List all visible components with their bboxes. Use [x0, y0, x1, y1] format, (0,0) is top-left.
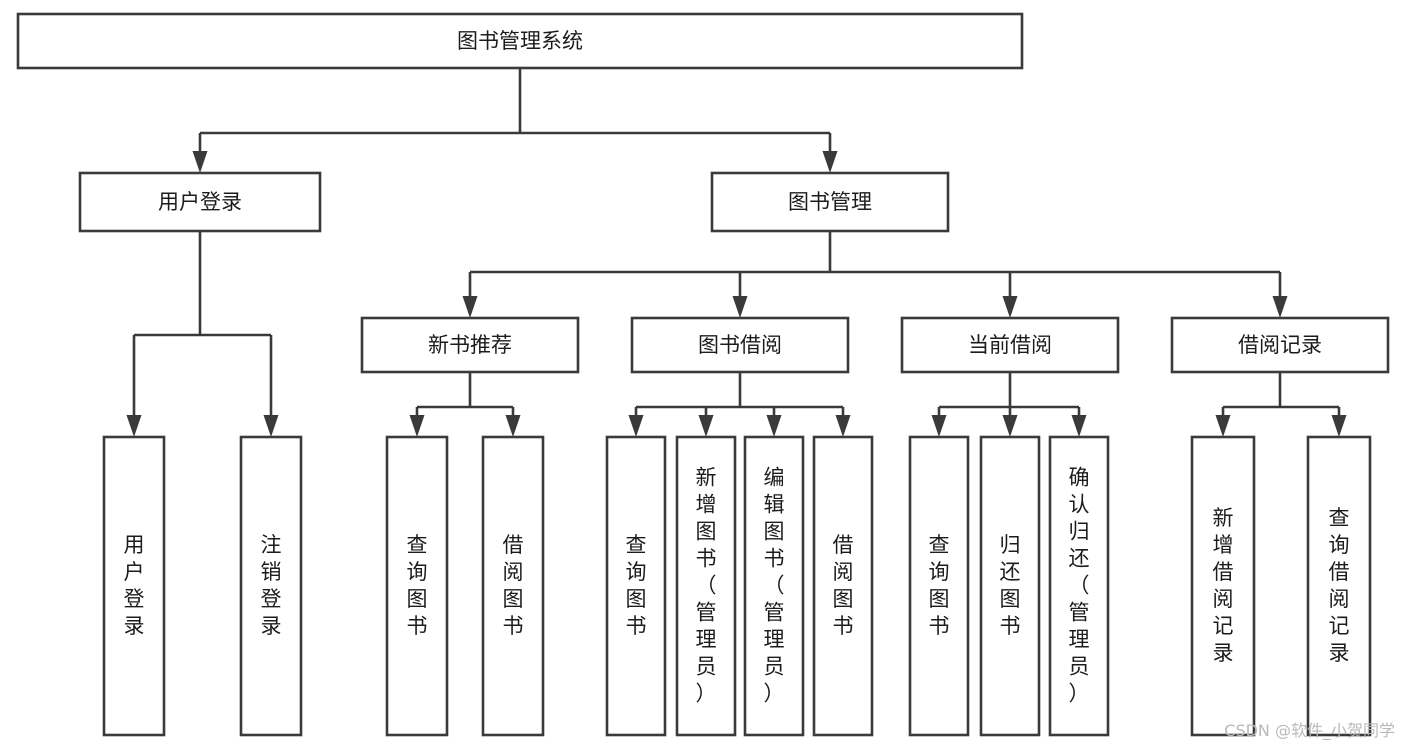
node-book-borrow[interactable]: 图书借阅 [630, 316, 850, 374]
node-box [481, 435, 545, 737]
node-box [239, 435, 303, 737]
node-current-borrow[interactable]: 当前借阅 [900, 316, 1120, 374]
node-box [710, 171, 950, 233]
arrow-head-icon [263, 415, 279, 437]
arrow-head-icon [1215, 415, 1231, 437]
node-borrow-record[interactable]: 借阅记录 [1170, 316, 1390, 374]
node-box [979, 435, 1041, 737]
node-box [630, 316, 850, 374]
node-leaf-confirm-return[interactable]: 确认归还（管理员） [1048, 435, 1110, 737]
arrow-head-icon [931, 415, 947, 437]
node-box [360, 316, 580, 374]
node-leaf-user-login[interactable]: 用户登录 [102, 435, 166, 737]
node-user-login[interactable]: 用户登录 [78, 171, 322, 233]
arrow-head-icon [126, 415, 142, 437]
node-new-book-rec[interactable]: 新书推荐 [360, 316, 580, 374]
node-root[interactable]: 图书管理系统 [16, 12, 1024, 70]
node-leaf-logout[interactable]: 注销登录 [239, 435, 303, 737]
node-label: 编辑图书（管理员） [764, 466, 785, 706]
node-book-manage[interactable]: 图书管理 [710, 171, 950, 233]
arrow-head-icon [766, 415, 782, 437]
arrow-head-icon [1272, 296, 1288, 318]
node-label: 新增借阅记录 [1213, 506, 1234, 665]
arrow-head-icon [822, 151, 838, 173]
arrow-head-icon [192, 151, 208, 173]
arrow-head-icon [1071, 415, 1087, 437]
node-box [743, 435, 805, 737]
node-label: 借阅图书 [833, 533, 854, 638]
arrow-head-icon [1002, 296, 1018, 318]
node-leaf-return-book[interactable]: 归还图书 [979, 435, 1041, 737]
node-label: 确认归还（管理员） [1069, 466, 1090, 706]
node-leaf-add-record[interactable]: 新增借阅记录 [1190, 435, 1256, 737]
node-leaf-query-record[interactable]: 查询借阅记录 [1306, 435, 1372, 737]
node-leaf-edit-book[interactable]: 编辑图书（管理员） [743, 435, 805, 737]
node-label: 图书借阅 [698, 333, 782, 357]
node-box [78, 171, 322, 233]
node-label: 查询图书 [407, 533, 428, 638]
node-leaf-borrow-book-2[interactable]: 借阅图书 [812, 435, 874, 737]
node-label: 图书管理系统 [457, 29, 583, 53]
node-box [1306, 435, 1372, 737]
arrow-head-icon [698, 415, 714, 437]
node-label: 查询图书 [626, 533, 647, 638]
node-box [1190, 435, 1256, 737]
node-box [605, 435, 667, 737]
node-label: 归还图书 [1000, 533, 1021, 638]
node-label: 用户登录 [124, 533, 145, 638]
node-leaf-query-book-3[interactable]: 查询图书 [908, 435, 970, 737]
node-label: 借阅图书 [503, 533, 524, 638]
node-box [675, 435, 737, 737]
node-label: 当前借阅 [968, 333, 1052, 357]
node-label: 新增图书（管理员） [696, 466, 717, 706]
node-box [900, 316, 1120, 374]
arrow-head-icon [409, 415, 425, 437]
arrow-head-icon [628, 415, 644, 437]
node-label: 查询借阅记录 [1329, 506, 1350, 665]
node-label: 图书管理 [788, 190, 872, 214]
node-label: 查询图书 [929, 533, 950, 638]
node-box [812, 435, 874, 737]
node-layer: 图书管理系统用户登录图书管理新书推荐图书借阅当前借阅借阅记录用户登录注销登录查询… [16, 12, 1390, 737]
arrow-head-icon [505, 415, 521, 437]
node-box [1170, 316, 1390, 374]
node-box [1048, 435, 1110, 737]
arrow-head-icon [1331, 415, 1347, 437]
node-label: 新书推荐 [428, 333, 512, 357]
arrow-head-icon [462, 296, 478, 318]
node-box [102, 435, 166, 737]
node-leaf-query-book-1[interactable]: 查询图书 [385, 435, 449, 737]
node-box [16, 12, 1024, 70]
connector-layer [126, 68, 1347, 437]
node-box [385, 435, 449, 737]
csdn-watermark: CSDN @软件_小贺同学 [1224, 721, 1395, 740]
arrow-head-icon [1002, 415, 1018, 437]
node-leaf-add-book[interactable]: 新增图书（管理员） [675, 435, 737, 737]
node-leaf-query-book-2[interactable]: 查询图书 [605, 435, 667, 737]
node-label: 用户登录 [158, 190, 242, 214]
node-leaf-borrow-book-1[interactable]: 借阅图书 [481, 435, 545, 737]
arrow-head-icon [732, 296, 748, 318]
node-label: 注销登录 [261, 533, 282, 638]
node-label: 借阅记录 [1238, 333, 1322, 357]
arrow-head-icon [835, 415, 851, 437]
node-box [908, 435, 970, 737]
